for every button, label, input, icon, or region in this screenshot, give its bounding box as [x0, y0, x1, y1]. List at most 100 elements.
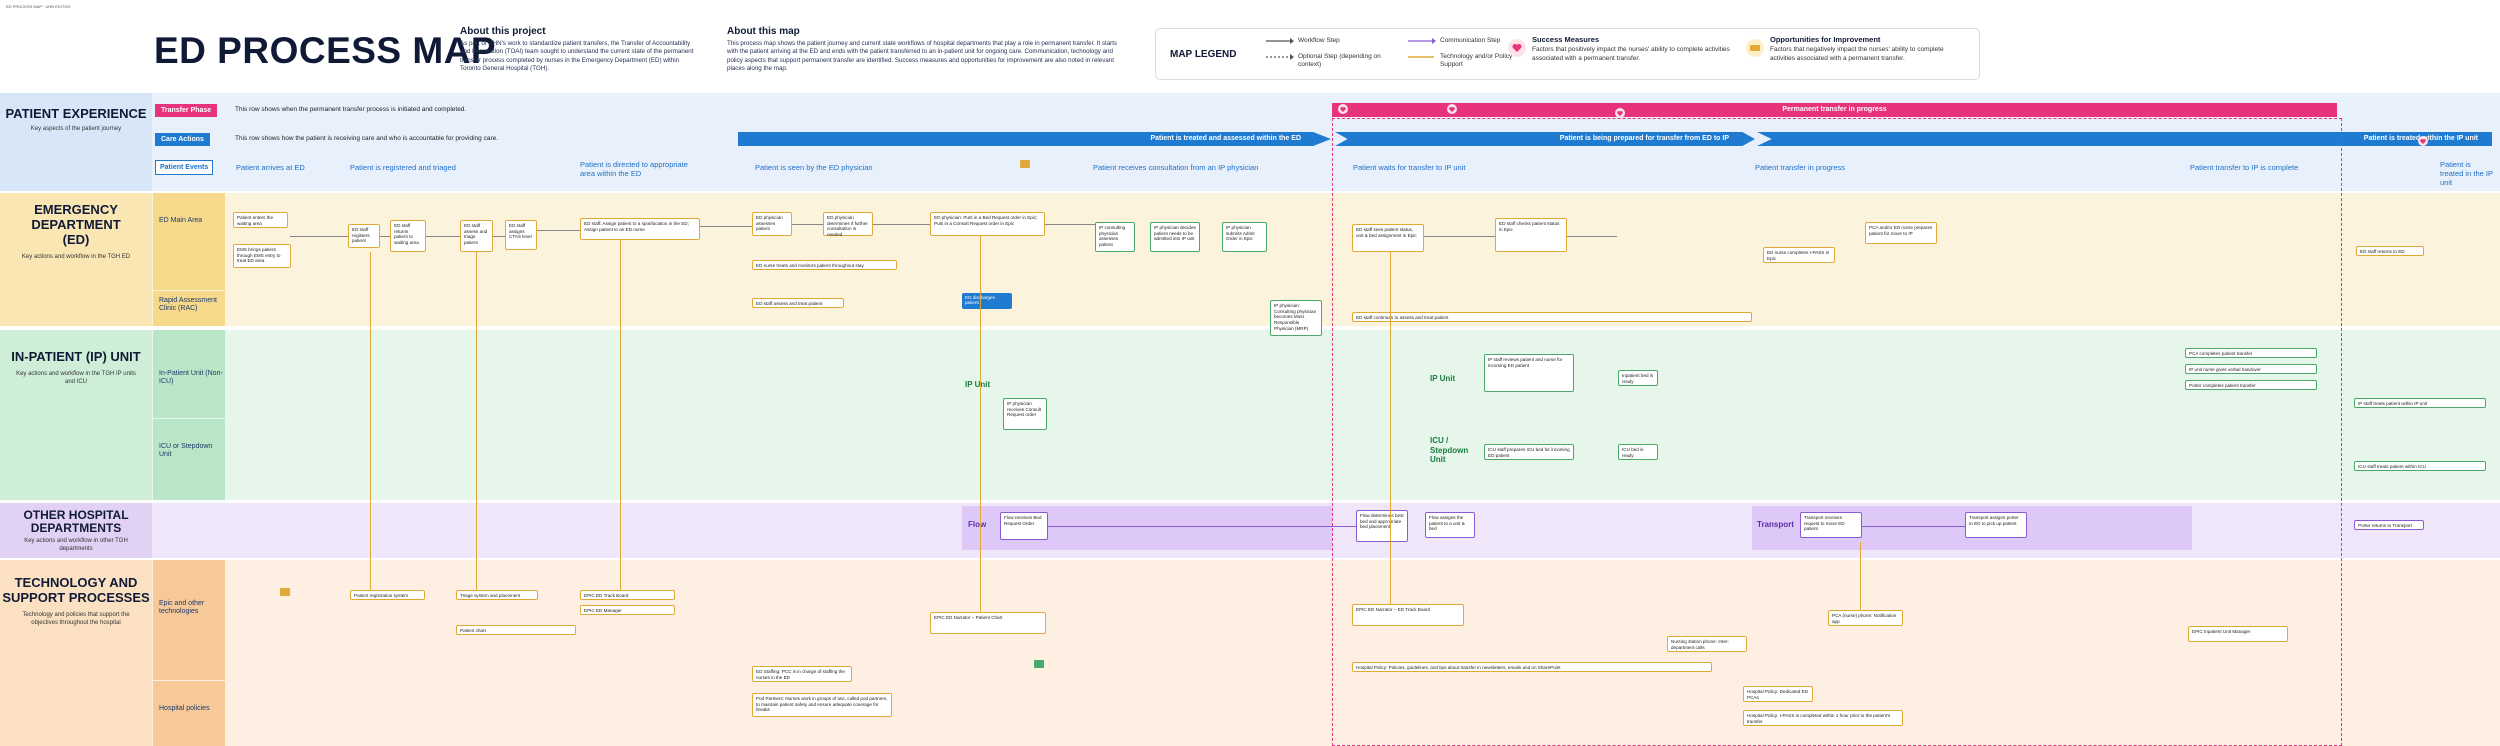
page-title: ED PROCESS MAP — [154, 30, 497, 71]
other-sub: Key actions and workflow in other TGH de… — [24, 538, 128, 553]
band-ip — [0, 330, 2500, 500]
ip-box: IP staff reviews patient and nurse for i… — [1484, 354, 1574, 392]
stage-seen: Patient is seen by the ED physician — [755, 163, 873, 172]
tech-box: Pod Partners: Nurses work in groups of t… — [752, 693, 892, 717]
ip-nonicu-header: In-Patient Unit (Non-ICU) — [153, 330, 225, 418]
opportunity-icon — [1020, 160, 1030, 168]
stage-consult: Patient receives consultation from an IP… — [1093, 163, 1259, 172]
legend-opportunities-title: Opportunities for Improvement — [1770, 35, 1881, 44]
legend-success-text: Factors that positively impact the nurse… — [1532, 46, 1730, 62]
ed-box: ED physician determines if further consu… — [823, 212, 873, 237]
transfer-phase-label: Transfer Phase — [155, 104, 218, 117]
success-heart-icon — [2418, 136, 2428, 146]
about-map: About this map This process map shows th… — [727, 26, 1127, 73]
tech-header: TECHNOLOGY AND SUPPORT PROCESSES Technol… — [0, 560, 152, 746]
ed-main-area-header: ED Main Area — [153, 193, 225, 290]
patient-experience-title: PATIENT EXPERIENCE — [5, 106, 147, 121]
tech-sub: Technology and policies that support the… — [22, 611, 130, 626]
stage-registered: Patient is registered and triaged — [350, 163, 456, 172]
ed-discharge-box: ED discharges patient — [962, 293, 1012, 309]
band-ed — [0, 193, 2500, 326]
opportunity-icon — [1034, 660, 1044, 668]
ed-box: ED staff assess and treat patient — [752, 298, 844, 308]
ed-box: ED staff checks patient status in Epic — [1495, 218, 1567, 252]
transfer-phase-text: This row shows when the permanent transf… — [235, 106, 467, 113]
connector — [1045, 224, 1095, 225]
care-bar-ed-label: Patient is treated and assessed within t… — [1150, 135, 1301, 142]
ip-sub: Key actions and workflow in the TGH IP u… — [16, 370, 136, 385]
rac-label: Rapid Assessment Clinic (RAC) — [159, 297, 217, 313]
connector — [1567, 236, 1617, 237]
tech-box: Patient registration system — [350, 590, 425, 600]
transfer-frame — [1332, 118, 2342, 746]
connector — [1424, 236, 1495, 237]
stage-directed: Patient is directed to appropriate area … — [580, 160, 688, 178]
stage-waits: Patient waits for transfer to IP unit — [1353, 163, 1466, 172]
ed-box: ED staff returns to ED — [2356, 246, 2424, 256]
ip-nonicu-label: In-Patient Unit (Non-ICU) — [159, 370, 223, 386]
ed-box: PCA and/or ED nurse prepares patient for… — [1865, 222, 1937, 244]
ed-box: ED physician: Puts in a Bed Request orde… — [930, 212, 1045, 236]
icu-stepdown-label: ICU / Stepdown Unit — [1430, 436, 1469, 465]
ip-unit-label: IP Unit — [965, 380, 991, 389]
about-project: About this project As part of UHN's work… — [460, 26, 700, 73]
tech-box: EPIC Inpatient Unit Manager — [2188, 626, 2288, 642]
other-box: Transport assigns porter to ED to pick u… — [1965, 512, 2027, 538]
stage-arrives: Patient arrives at ED — [236, 163, 305, 172]
ip-box: ICU staff prepares ICU bed for incoming … — [1484, 444, 1574, 460]
ip-box: IP unit nurse gives verbal handover — [2185, 364, 2317, 374]
connector — [370, 252, 371, 590]
connector — [476, 252, 477, 590]
legend-workflow: Workflow Step — [1298, 37, 1340, 44]
flow-label: Flow — [968, 520, 987, 529]
ed-box: ED staff continues to assess and treat p… — [1352, 312, 1752, 322]
ip-box: ICU bed is ready — [1618, 444, 1658, 460]
connector — [1048, 526, 1356, 527]
about-map-text: This process map shows the patient journ… — [727, 40, 1118, 73]
ed-box: EMS brings patient through EMS entry to … — [233, 244, 291, 268]
legend-success-title: Success Measures — [1532, 35, 1600, 44]
other-box: Flow determines best bed and appropriate… — [1356, 510, 1408, 542]
connector — [620, 240, 621, 590]
ed-box: ED staff assigns CTAS level — [505, 220, 537, 250]
connector — [792, 224, 823, 225]
epic-label: Epic and other technologies — [159, 600, 205, 616]
ed-box: ED staff returns patient to waiting area — [390, 220, 426, 252]
ed-box: ED physician assesses patient — [752, 212, 792, 236]
ip-box: ICU staff treats patient within ICU — [2354, 461, 2486, 471]
communication-arrow-icon — [1408, 38, 1436, 44]
rac-header: Rapid Assessment Clinic (RAC) — [153, 291, 225, 326]
connector — [537, 230, 580, 231]
legend-technology: Technology and/or Policy Support — [1440, 53, 1513, 69]
legend-optional: Optional Step (depending on context) — [1298, 53, 1381, 69]
patient-events-label: Patient Events — [155, 160, 214, 175]
policies-label: Hospital policies — [159, 705, 210, 712]
ed-box: ED staff sees patient status, unit & bed… — [1352, 224, 1424, 252]
ed-box: ED staff: Assign patient to a spot/locat… — [580, 218, 700, 240]
about-project-heading: About this project — [460, 26, 546, 37]
ed-box: Patient enters the waiting area — [233, 212, 288, 228]
stage-complete: Patient transfer to IP is complete — [2190, 163, 2299, 172]
optional-arrow-icon — [1266, 54, 1294, 60]
other-title: OTHER HOSPITAL DEPARTMENTS — [23, 508, 129, 536]
icu-label: ICU or Stepdown Unit — [159, 443, 213, 459]
technology-line-icon — [1408, 56, 1434, 58]
ed-box: ED staff registers patient — [348, 224, 380, 248]
transfer-progress-bar: Permanent transfer in progress — [1332, 103, 2337, 117]
stage-transfer: Patient transfer in progress — [1755, 163, 1846, 172]
ip-box: IP physician decides patient needs to be… — [1150, 222, 1200, 252]
other-header: OTHER HOSPITAL DEPARTMENTS Key actions a… — [0, 503, 152, 558]
about-map-heading: About this map — [727, 26, 800, 37]
connector — [380, 236, 390, 237]
ip-box: IP physician: Consulting physician becom… — [1270, 300, 1322, 336]
icu-header: ICU or Stepdown Unit — [153, 419, 225, 500]
ip-title: IN-PATIENT (IP) UNIT — [11, 349, 141, 364]
ip-box: PCA completes patient transfer — [2185, 348, 2317, 358]
ip-box: IP staff treats patient within IP unit — [2354, 398, 2486, 408]
transport-label: Transport — [1757, 520, 1794, 529]
other-box: Flow assigns the patient to a unit & bed — [1425, 512, 1475, 538]
transfer-progress-label: Permanent transfer in progress — [1782, 106, 1887, 113]
care-actions-text: This row shows how the patient is receiv… — [235, 135, 499, 142]
connector — [493, 236, 505, 237]
connector — [290, 236, 348, 237]
